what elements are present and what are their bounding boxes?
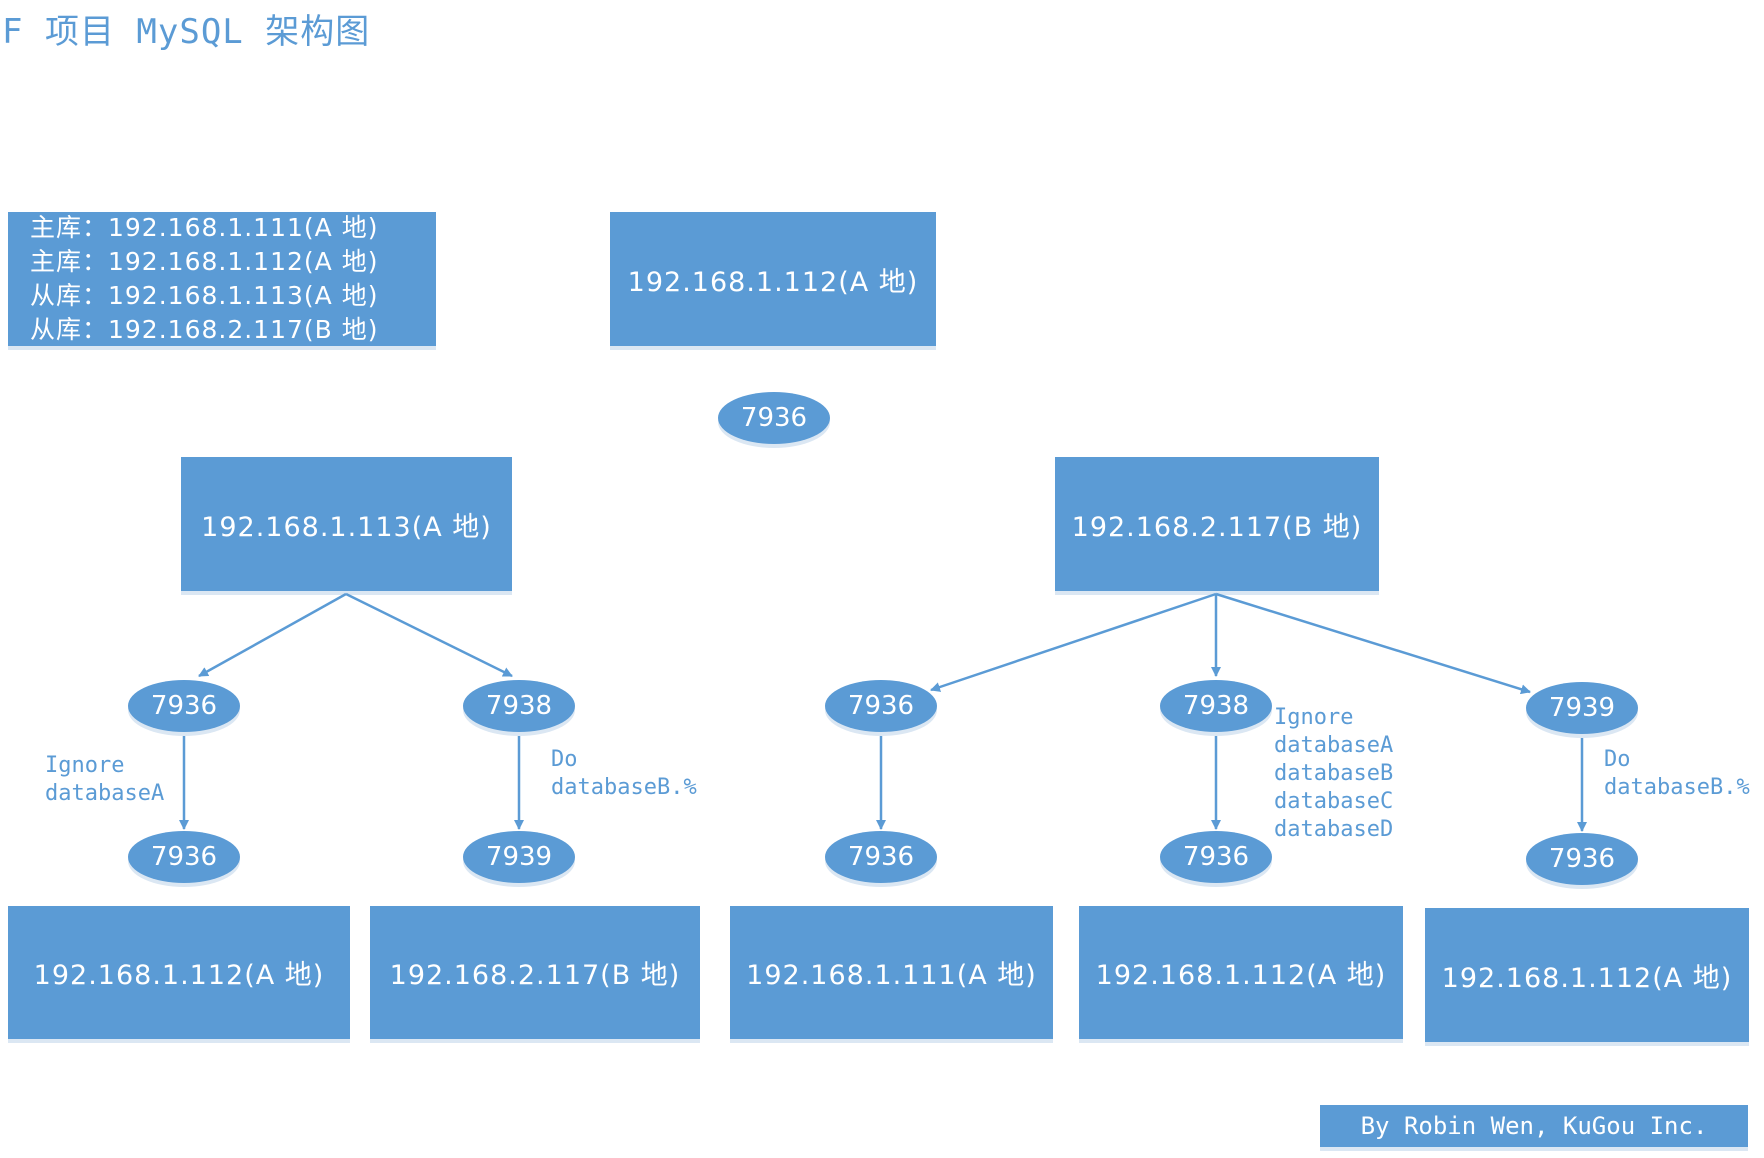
note-line: Do — [551, 747, 578, 772]
note-replication-filter: Do databaseB.% — [1604, 746, 1750, 802]
note-replication-filter: Ignore databaseA databaseB databaseC dat… — [1274, 704, 1393, 844]
note-line: databaseD — [1274, 817, 1394, 842]
port-top: 7936 — [718, 392, 830, 444]
note-replication-filter: Ignore databaseA — [45, 752, 164, 808]
port-lower: 7936 — [825, 831, 937, 883]
note-line: databaseB.% — [1604, 775, 1750, 800]
note-line: databaseB — [1274, 761, 1394, 786]
port-upper: 7938 — [463, 680, 575, 732]
node-bottom: 192.168.1.112(A 地) — [8, 906, 350, 1039]
port-lower: 7936 — [1160, 831, 1272, 883]
arrow — [345, 592, 513, 678]
note-line: Ignore — [1274, 705, 1354, 730]
legend-item: 从库：192.168.1.113(A 地) — [30, 281, 379, 310]
port-upper: 7936 — [128, 680, 240, 732]
diagram-title: F 项目 MySQL 架构图 — [2, 12, 371, 52]
note-line: databaseB.% — [551, 775, 697, 800]
node-bottom: 192.168.1.112(A 地) — [1079, 906, 1403, 1039]
node-mid-left: 192.168.1.113(A 地) — [181, 457, 512, 591]
node-mid-right: 192.168.2.117(B 地) — [1055, 457, 1379, 591]
port-lower: 7939 — [463, 831, 575, 883]
credit-label: By Robin Wen, KuGou Inc. — [1320, 1105, 1748, 1147]
arrow — [198, 592, 347, 678]
note-line: databaseC — [1274, 789, 1394, 814]
arrow — [1215, 592, 1531, 695]
port-lower: 7936 — [128, 831, 240, 883]
node-bottom: 192.168.1.111(A 地) — [730, 906, 1053, 1039]
port-upper: 7938 — [1160, 680, 1272, 732]
note-line: Ignore — [45, 753, 125, 778]
arrow — [930, 592, 1217, 692]
note-line: Do — [1604, 747, 1631, 772]
legend-item: 主库：192.168.1.111(A 地) — [30, 213, 379, 242]
node-top: 192.168.1.112(A 地) — [610, 212, 936, 346]
note-replication-filter: Do databaseB.% — [551, 746, 697, 802]
legend-item: 主库：192.168.1.112(A 地) — [30, 247, 379, 276]
port-upper: 7939 — [1526, 682, 1638, 734]
node-bottom: 192.168.2.117(B 地) — [370, 906, 700, 1039]
port-upper: 7936 — [825, 680, 937, 732]
port-lower: 7936 — [1526, 833, 1638, 885]
note-line: databaseA — [1274, 733, 1394, 758]
legend-item: 从库：192.168.2.117(B 地) — [30, 315, 379, 344]
legend-box: 主库：192.168.1.111(A 地) 主库：192.168.1.112(A… — [8, 212, 436, 346]
node-bottom: 192.168.1.112(A 地) — [1425, 908, 1749, 1042]
note-line: databaseA — [45, 781, 165, 806]
